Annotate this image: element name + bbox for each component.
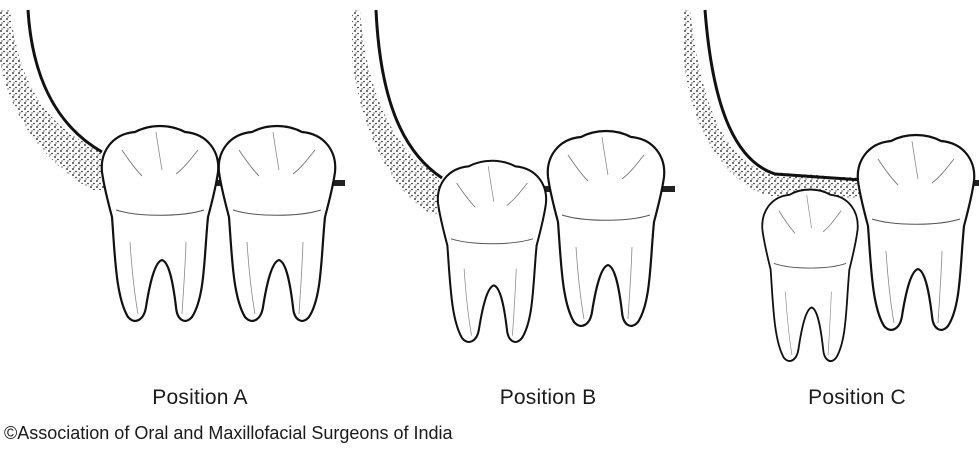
- ramus-bone: [0, 10, 110, 190]
- panel-a: [0, 10, 345, 321]
- second-molar: [858, 135, 974, 330]
- copyright-notice: ©Association of Oral and Maxillofacial S…: [4, 423, 453, 444]
- panel-c: [684, 10, 979, 361]
- third-molar: [438, 161, 546, 342]
- ramus-bone: [352, 10, 445, 215]
- panel-b: [352, 10, 675, 342]
- position-c-label: Position C: [757, 386, 957, 410]
- second-molar: [219, 126, 335, 321]
- third-molar: [762, 190, 857, 361]
- ramus-bone: [684, 10, 860, 198]
- impaction-positions-diagram: [0, 0, 979, 380]
- second-molar: [548, 131, 664, 326]
- third-molar: [102, 126, 218, 321]
- position-b-label: Position B: [448, 386, 648, 410]
- position-a-label: Position A: [100, 386, 300, 410]
